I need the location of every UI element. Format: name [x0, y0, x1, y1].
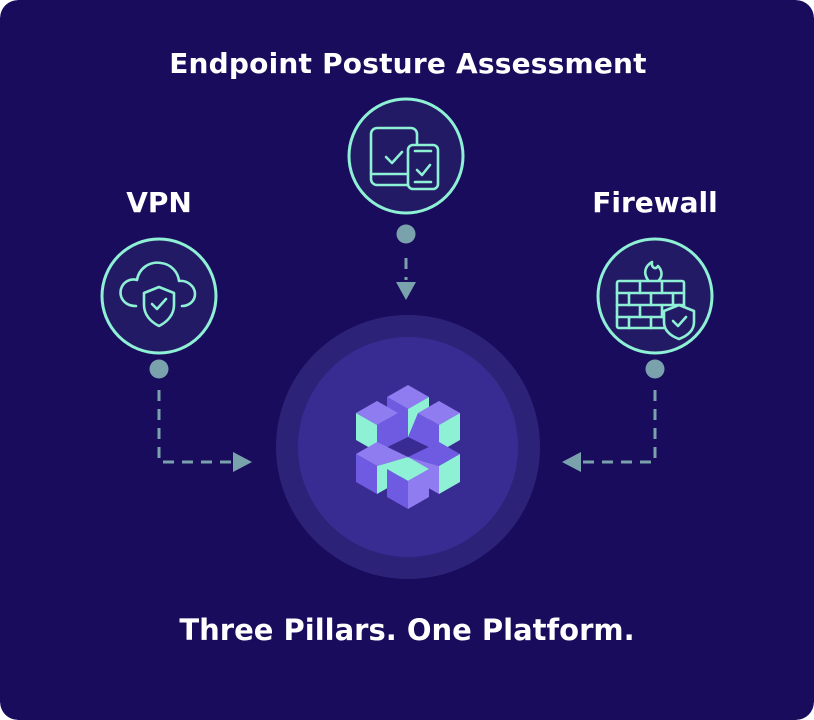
connector-top: [396, 224, 416, 300]
node-firewall: [596, 237, 714, 355]
platform-logo: [356, 385, 460, 509]
connector-top-dot: [396, 224, 416, 244]
node-label-firewall: Firewall: [592, 186, 718, 219]
connector-right-dot: [645, 359, 665, 379]
cloud-shield-icon: [119, 261, 197, 328]
tagline: Three Pillars. One Platform.: [179, 613, 635, 647]
node-label-endpoint-posture: Endpoint Posture Assessment: [169, 47, 647, 80]
connector-left: [149, 359, 252, 472]
connector-top-arrowhead: [396, 282, 416, 300]
center-inner-circle: [298, 337, 518, 557]
node-vpn: [100, 237, 218, 355]
brick-wall-shield-icon: [615, 260, 696, 341]
connector-right: [562, 359, 665, 472]
node-label-vpn: VPN: [126, 186, 192, 219]
connector-left-dot: [149, 359, 169, 379]
devices-check-icon: [369, 126, 440, 191]
node-endpoint-posture: [347, 97, 465, 215]
connector-left-arrowhead: [233, 452, 252, 472]
connector-right-arrowhead: [562, 452, 581, 472]
